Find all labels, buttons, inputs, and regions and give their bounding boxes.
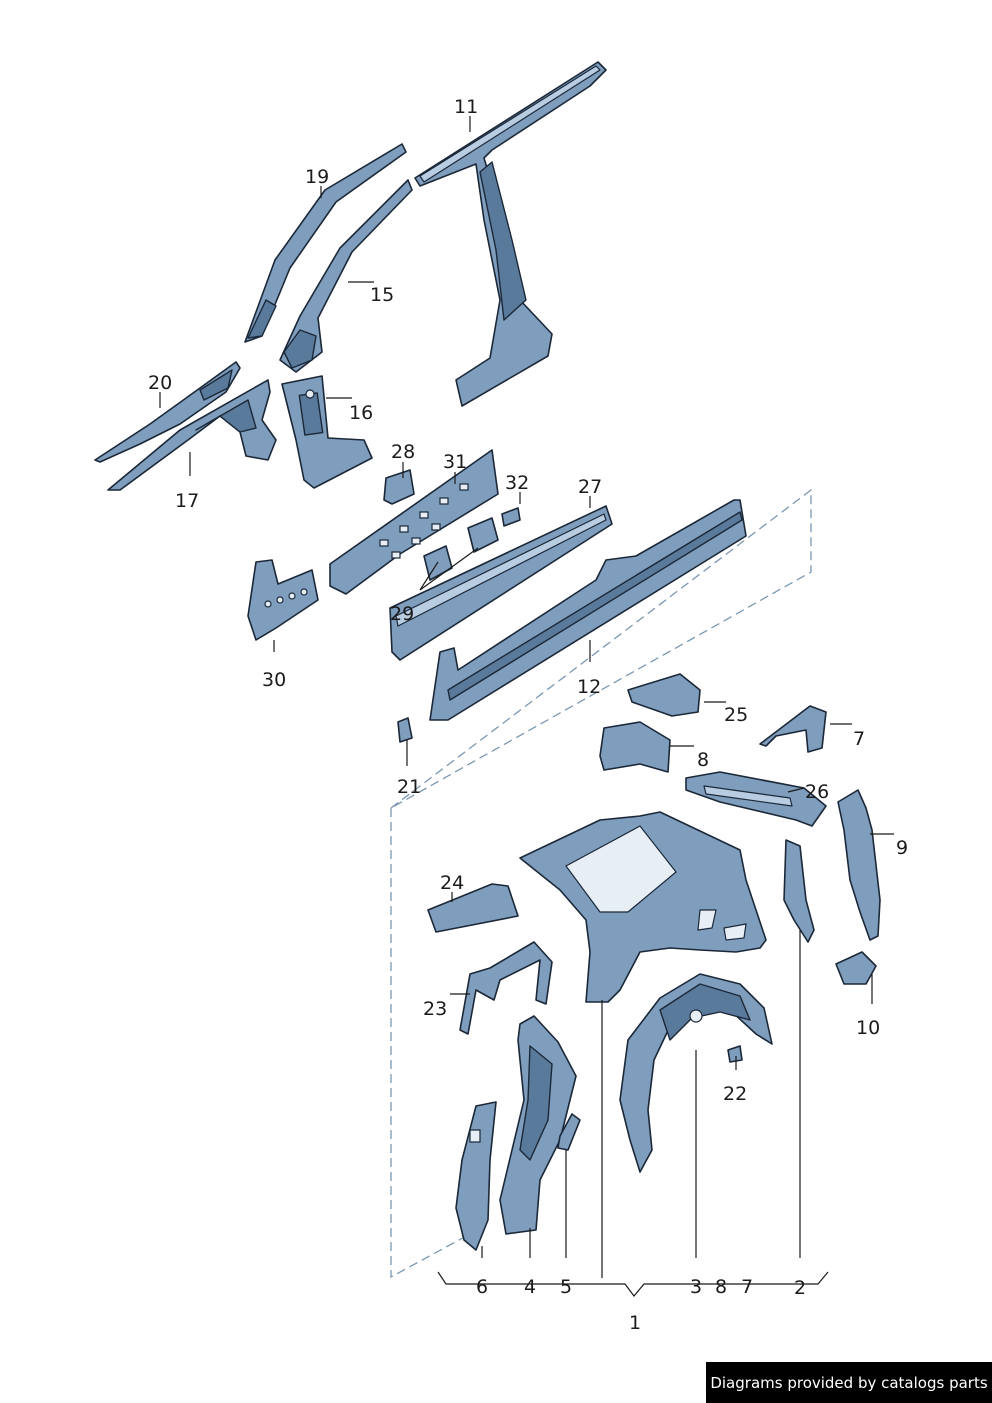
part-10-bracket[interactable] — [835, 951, 877, 985]
part-22-screw[interactable] — [727, 1045, 743, 1063]
part-32-clip[interactable] — [501, 507, 521, 527]
part-5-clip[interactable] — [557, 1113, 581, 1151]
callout-21: 21 — [397, 776, 421, 798]
credit-banner: Diagrams provided by catalogs parts — [706, 1362, 992, 1403]
callout-12: 12 — [577, 676, 601, 698]
callout-9: 9 — [896, 837, 908, 859]
part-7-bracket[interactable] — [759, 705, 827, 753]
part-25-bracket[interactable] — [627, 673, 701, 717]
callout-28: 28 — [391, 441, 415, 463]
part-16-a-pillar-lower[interactable] — [281, 375, 373, 489]
part-21-clip[interactable] — [397, 717, 413, 743]
callout-27: 27 — [578, 476, 602, 498]
part-8-bracket[interactable] — [599, 721, 671, 773]
callout-23: 23 — [423, 998, 447, 1020]
callout-7: 7 — [853, 728, 865, 750]
group-label-6: 6 — [476, 1276, 488, 1298]
part-6-pillar-trim[interactable] — [455, 1101, 497, 1251]
callout-26: 26 — [805, 781, 829, 803]
part-27-sill-inner[interactable] — [389, 505, 613, 661]
part-19-a-pillar-outer[interactable] — [244, 143, 407, 343]
part-31-sill-reinforcement[interactable] — [329, 449, 499, 595]
callout-29: 29 — [390, 603, 414, 625]
callout-11: 11 — [454, 96, 478, 118]
callout-15: 15 — [370, 284, 394, 306]
callout-30: 30 — [262, 669, 286, 691]
group-label-2: 2 — [794, 1277, 806, 1299]
callout-17: 17 — [175, 490, 199, 512]
callout-31: 31 — [443, 451, 467, 473]
callout-19: 19 — [305, 166, 329, 188]
callout-25: 25 — [724, 704, 748, 726]
part-11-b-pillar[interactable] — [414, 61, 607, 407]
callout-24: 24 — [440, 872, 464, 894]
callout-10: 10 — [856, 1017, 880, 1039]
part-15-a-pillar-inner[interactable] — [279, 179, 413, 373]
part-4-pillar-inner[interactable] — [499, 1015, 577, 1235]
part-9-rear-panel-bracket[interactable] — [837, 789, 881, 941]
callout-20: 20 — [148, 372, 172, 394]
group-label-3: 3 — [690, 1276, 702, 1298]
dashed-group-frame — [390, 488, 812, 1279]
group-label-8: 8 — [715, 1276, 727, 1298]
group-label-4: 4 — [524, 1276, 536, 1298]
group-label-1: 1 — [629, 1312, 641, 1334]
group-label-5: 5 — [560, 1276, 572, 1298]
callout-16: 16 — [349, 402, 373, 424]
callout-22: 22 — [723, 1083, 747, 1105]
leader-lines — [159, 116, 894, 1297]
callout-32: 32 — [505, 472, 529, 494]
part-2-bracket[interactable] — [783, 839, 815, 943]
part-main-side-panel[interactable] — [519, 811, 767, 1003]
part-17-front-wheelhouse-rail[interactable] — [107, 379, 277, 491]
part-28-bracket[interactable] — [383, 469, 415, 505]
part-24-cover[interactable] — [427, 883, 519, 933]
part-20-front-rail[interactable] — [94, 361, 241, 463]
part-12-outer-sill[interactable] — [429, 499, 747, 721]
part-3-wheel-arch[interactable] — [619, 973, 773, 1173]
part-30-pillar-base[interactable] — [247, 559, 319, 641]
group-label-7: 7 — [741, 1276, 753, 1298]
part-23-bracket[interactable] — [459, 941, 553, 1035]
callout-8: 8 — [697, 749, 709, 771]
part-26-rear-rail[interactable] — [685, 771, 827, 827]
